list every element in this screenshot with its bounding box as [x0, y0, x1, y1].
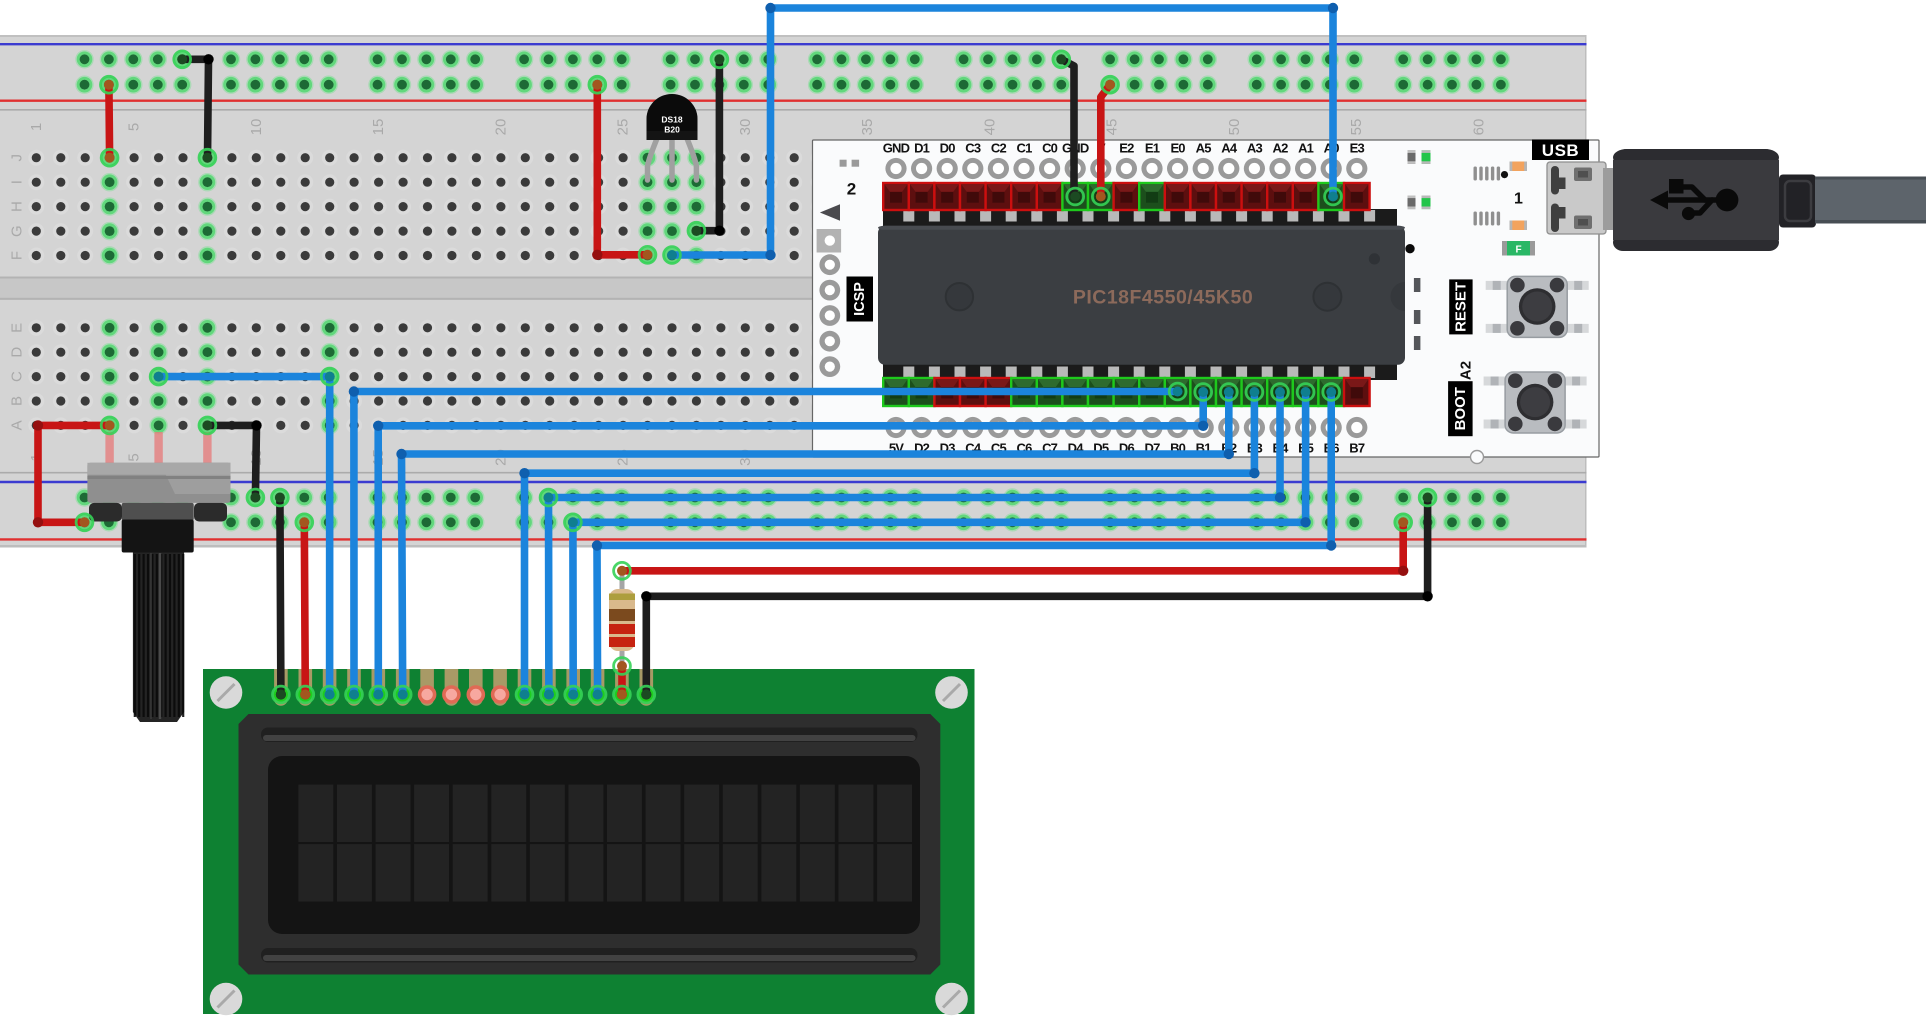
svg-text:10: 10	[248, 119, 265, 136]
svg-text:1: 1	[1514, 191, 1523, 208]
svg-text:60: 60	[1470, 119, 1487, 136]
svg-text:50: 50	[1226, 119, 1243, 136]
svg-text:A2: A2	[1272, 141, 1288, 156]
svg-text:A1: A1	[1298, 141, 1314, 156]
svg-text:E: E	[9, 323, 26, 333]
svg-text:A2: A2	[1457, 361, 1474, 380]
svg-text:ICSP: ICSP	[852, 282, 868, 316]
svg-text:D1: D1	[914, 141, 930, 156]
svg-text:F: F	[9, 251, 26, 260]
svg-text:55: 55	[1348, 119, 1365, 136]
svg-text:G: G	[9, 225, 26, 237]
svg-text:RESET: RESET	[1452, 282, 1469, 332]
svg-text:2: 2	[847, 180, 856, 199]
svg-text:I: I	[9, 180, 26, 184]
svg-text:E0: E0	[1170, 141, 1185, 156]
svg-text:C: C	[9, 371, 26, 382]
svg-text:B: B	[9, 396, 26, 406]
svg-text:B7: B7	[1349, 441, 1365, 456]
svg-text:C3: C3	[965, 141, 981, 156]
svg-text:B20: B20	[664, 125, 680, 135]
svg-text:USB: USB	[1542, 141, 1579, 160]
svg-text:C0: C0	[1042, 141, 1058, 156]
svg-text:BOOT: BOOT	[1452, 387, 1469, 430]
svg-text:E1: E1	[1145, 141, 1160, 156]
svg-text:35: 35	[859, 119, 876, 136]
svg-text:D: D	[9, 347, 26, 358]
svg-text:5: 5	[126, 453, 143, 461]
svg-text:DS18: DS18	[661, 115, 683, 125]
svg-text:C2: C2	[991, 141, 1007, 156]
svg-text:45: 45	[1104, 119, 1121, 136]
svg-text:30: 30	[737, 119, 754, 136]
svg-text:20: 20	[492, 119, 509, 136]
svg-text:A4: A4	[1221, 141, 1238, 156]
svg-text:25: 25	[615, 119, 632, 136]
svg-text:J: J	[9, 154, 26, 162]
svg-text:H: H	[9, 201, 26, 212]
svg-text:PIC18F4550/45K50: PIC18F4550/45K50	[1073, 287, 1253, 309]
svg-text:F: F	[1515, 245, 1521, 256]
svg-text:A: A	[9, 420, 26, 430]
svg-text:GND: GND	[883, 141, 910, 156]
svg-text:15: 15	[370, 119, 387, 136]
svg-text:A5: A5	[1196, 141, 1212, 156]
svg-text:A3: A3	[1247, 141, 1263, 156]
svg-text:C1: C1	[1016, 141, 1032, 156]
svg-text:40: 40	[981, 119, 998, 136]
svg-text:E2: E2	[1119, 141, 1134, 156]
svg-text:D0: D0	[940, 141, 956, 156]
svg-text:5: 5	[126, 123, 143, 131]
svg-text:1: 1	[28, 123, 45, 131]
svg-text:E3: E3	[1350, 141, 1365, 156]
